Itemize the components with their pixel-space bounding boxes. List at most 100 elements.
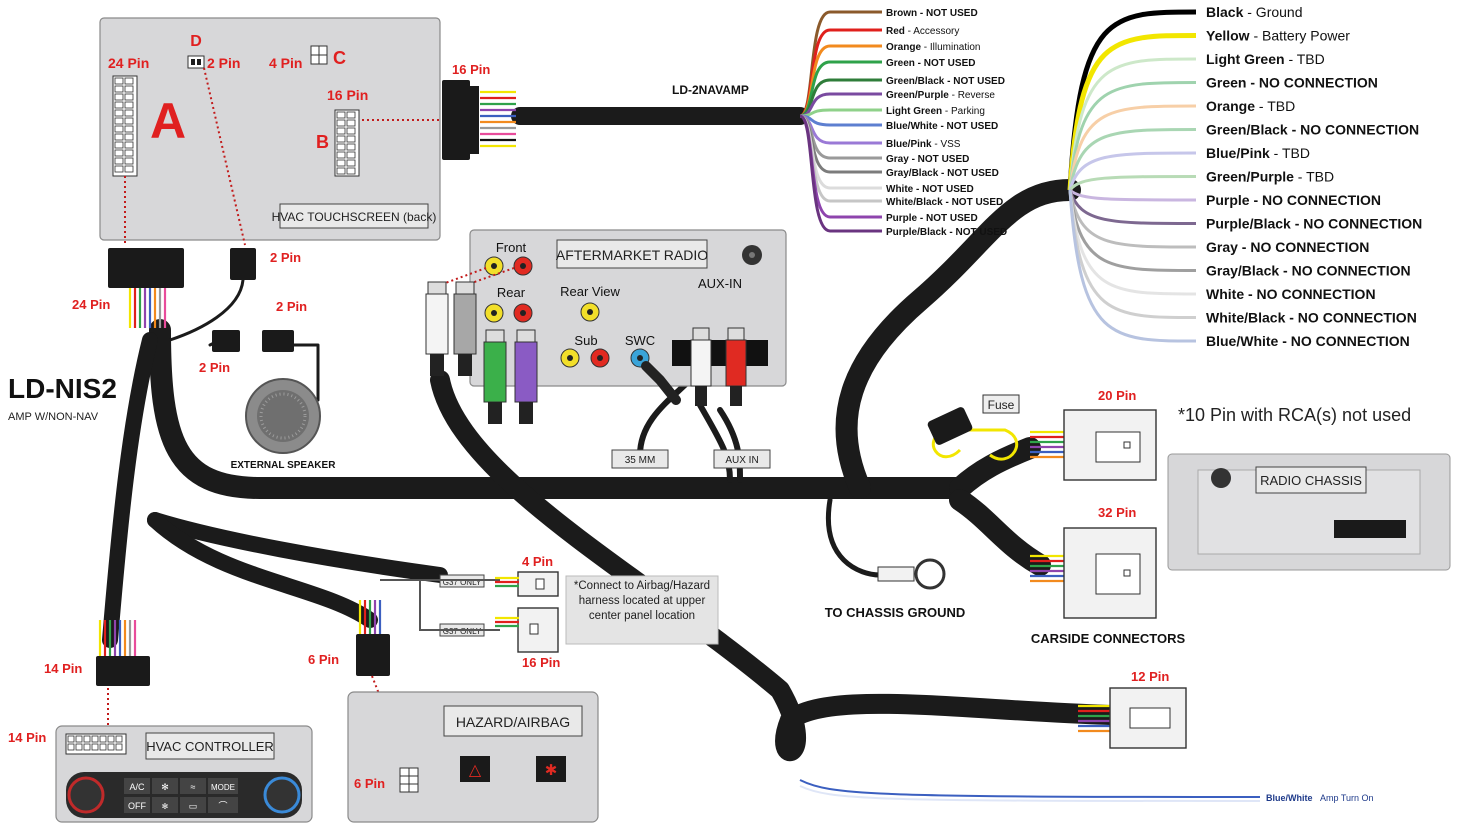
amp-wire-label: Red - Accessory <box>886 26 959 37</box>
power-wire-label: Green/Purple - TBD <box>1206 169 1334 185</box>
ac-button[interactable] <box>124 778 150 794</box>
radio-auxin-label: AUX-IN <box>698 276 742 291</box>
amp-wire-label: Purple - NOT USED <box>886 213 978 224</box>
car-32pin-label: 32 Pin <box>1098 505 1136 520</box>
g37-4pin-label: 4 Pin <box>522 554 553 569</box>
hazard-airbag-panel: 6 Pin HAZARD/AIRBAG 6 Pin △ ✱ <box>308 600 599 823</box>
amp-wire-label: Blue/White - NOT USED <box>886 121 998 132</box>
hvac-controller-panel: 14 Pin 14 Pin HVAC CONTROLLER A/C ✻ ≈ MO… <box>8 620 313 823</box>
mode-button-label: MODE <box>211 783 235 792</box>
amp-16pin-label: 16 Pin <box>452 62 490 77</box>
amp-harness-name: LD-2NAVAMP <box>672 83 749 97</box>
power-wire-label: Yellow - Battery Power <box>1206 28 1350 44</box>
radio-front-label: Front <box>496 240 527 255</box>
power-wire-line <box>1068 128 1197 191</box>
external-speaker: 2 Pin 2 Pin EXTERNAL SPEAKER <box>199 299 336 471</box>
rear-defrost-button[interactable] <box>180 797 206 813</box>
carside-connectors: 20 Pin 32 Pin CARSIDE CONNECTORS 12 Pin <box>1030 388 1187 749</box>
port-b-pin-count: 16 Pin <box>327 87 368 103</box>
port-a-pin-count: 24 Pin <box>108 55 149 71</box>
amp-16pin-connector: 16 Pin LD-2NAVAMP <box>442 62 749 160</box>
car-12pin-label: 12 Pin <box>1131 669 1169 684</box>
g37-16pin-label: 16 Pin <box>522 655 560 670</box>
front-jacks <box>484 256 533 276</box>
power-wire-label: Purple - NO CONNECTION <box>1206 192 1381 208</box>
hazard-6pin-label-a: 6 Pin <box>308 652 339 667</box>
fan-up-button[interactable] <box>152 778 178 794</box>
amp-turn-on-desc: Amp Turn On <box>1320 793 1374 803</box>
front-defrost-button[interactable] <box>180 778 206 794</box>
power-wire-label: Blue/Pink - TBD <box>1206 145 1310 161</box>
amp-wire-label: Orange - Illumination <box>886 42 980 53</box>
recirc-icon: ⌒ <box>218 801 227 811</box>
temp-knob-right[interactable] <box>263 776 301 814</box>
hvac-14pin-label-b: 14 Pin <box>8 730 46 745</box>
harness-name: LD-NIS2 <box>8 373 117 404</box>
ground-label: TO CHASSIS GROUND <box>825 605 966 620</box>
amp-wire-line <box>799 108 882 118</box>
power-wire-label: Green/Black - NO CONNECTION <box>1206 122 1419 138</box>
port-c-letter: C <box>333 48 346 68</box>
power-wire-label: Gray/Black - NO CONNECTION <box>1206 263 1411 279</box>
power-wire-line <box>1068 188 1197 202</box>
power-wire-label: White - NO CONNECTION <box>1206 286 1376 302</box>
amp-wire-line <box>799 114 882 127</box>
power-wire-line <box>1068 189 1197 343</box>
defrost-icon: ≈ <box>191 782 196 792</box>
touch-2pin-connector: 2 Pin <box>168 248 301 342</box>
radio-chassis-title: RADIO CHASSIS <box>1260 473 1362 488</box>
power-wire-label: White/Black - NO CONNECTION <box>1206 310 1417 326</box>
tag-35mm: 35 MM <box>625 455 656 466</box>
amp-wire-label: Blue/Pink - VSS <box>886 139 961 150</box>
power-wire-fan <box>1067 9 1197 343</box>
power-wire-line <box>1068 189 1197 225</box>
amp-wire-label: Brown - NOT USED <box>886 8 978 19</box>
touch-2pin-label: 2 Pin <box>270 250 301 265</box>
amp-wire-label: Green - NOT USED <box>886 58 975 69</box>
power-wire-line <box>1068 57 1197 191</box>
touch-24pin-label: 24 Pin <box>72 297 110 312</box>
recirc-button[interactable] <box>208 797 238 813</box>
mode-button[interactable] <box>208 778 238 794</box>
amp-wire-line <box>799 114 882 233</box>
amp-wire-label: Green/Black - NOT USED <box>886 76 1005 87</box>
fan-down-button[interactable] <box>152 797 178 813</box>
fan-icon: ✻ <box>161 782 169 792</box>
radio-title: AFTERMARKET RADIO <box>556 247 708 263</box>
radio-swc-label: SWC <box>625 333 655 348</box>
harness-subtitle: AMP W/NON-NAV <box>8 411 99 423</box>
fan-small-icon: ✻ <box>162 802 169 811</box>
power-wire-label: Black - Ground <box>1206 4 1303 20</box>
power-wire-line <box>1068 151 1197 191</box>
main-harness <box>102 107 1120 762</box>
port-d-letter: D <box>190 33 202 50</box>
power-wire-label: Light Green - TBD <box>1206 51 1325 67</box>
port-d-pin-count: 2 Pin <box>207 55 240 71</box>
power-wire-line <box>1068 81 1197 191</box>
port-a-pins <box>114 77 134 173</box>
amp-wire-label: Light Green - Parking <box>886 106 985 117</box>
power-wire-label: Orange - TBD <box>1206 98 1295 114</box>
temp-knob-left[interactable] <box>67 776 105 814</box>
speaker-label: EXTERNAL SPEAKER <box>231 460 337 471</box>
power-wire-line <box>1068 189 1197 249</box>
off-button[interactable] <box>124 797 150 813</box>
rear-defrost-icon: ▭ <box>189 801 198 811</box>
speaker-2pin-label-a: 2 Pin <box>199 360 230 375</box>
amp-turn-on-color: Blue/White <box>1266 793 1313 803</box>
rear-jacks <box>484 303 533 323</box>
sub-jacks <box>560 348 610 368</box>
port-b-pins <box>336 111 356 175</box>
touch-24pin-connector: 24 Pin <box>72 248 184 328</box>
radio-rearview-label: Rear View <box>560 284 620 299</box>
tag-aux-in: AUX IN <box>725 455 758 466</box>
amp-wire-label: Purple/Black - NOT USED <box>886 227 1007 238</box>
hazard-6pin-label-b: 6 Pin <box>354 776 385 791</box>
hazard-button[interactable] <box>460 756 490 782</box>
g37-note: *Connect to Airbag/Hazard harness locate… <box>573 580 711 622</box>
g37-tag-2: G37 ONLY <box>443 627 482 636</box>
radio-chassis: *10 Pin with RCA(s) not used RADIO CHASS… <box>1167 405 1451 571</box>
